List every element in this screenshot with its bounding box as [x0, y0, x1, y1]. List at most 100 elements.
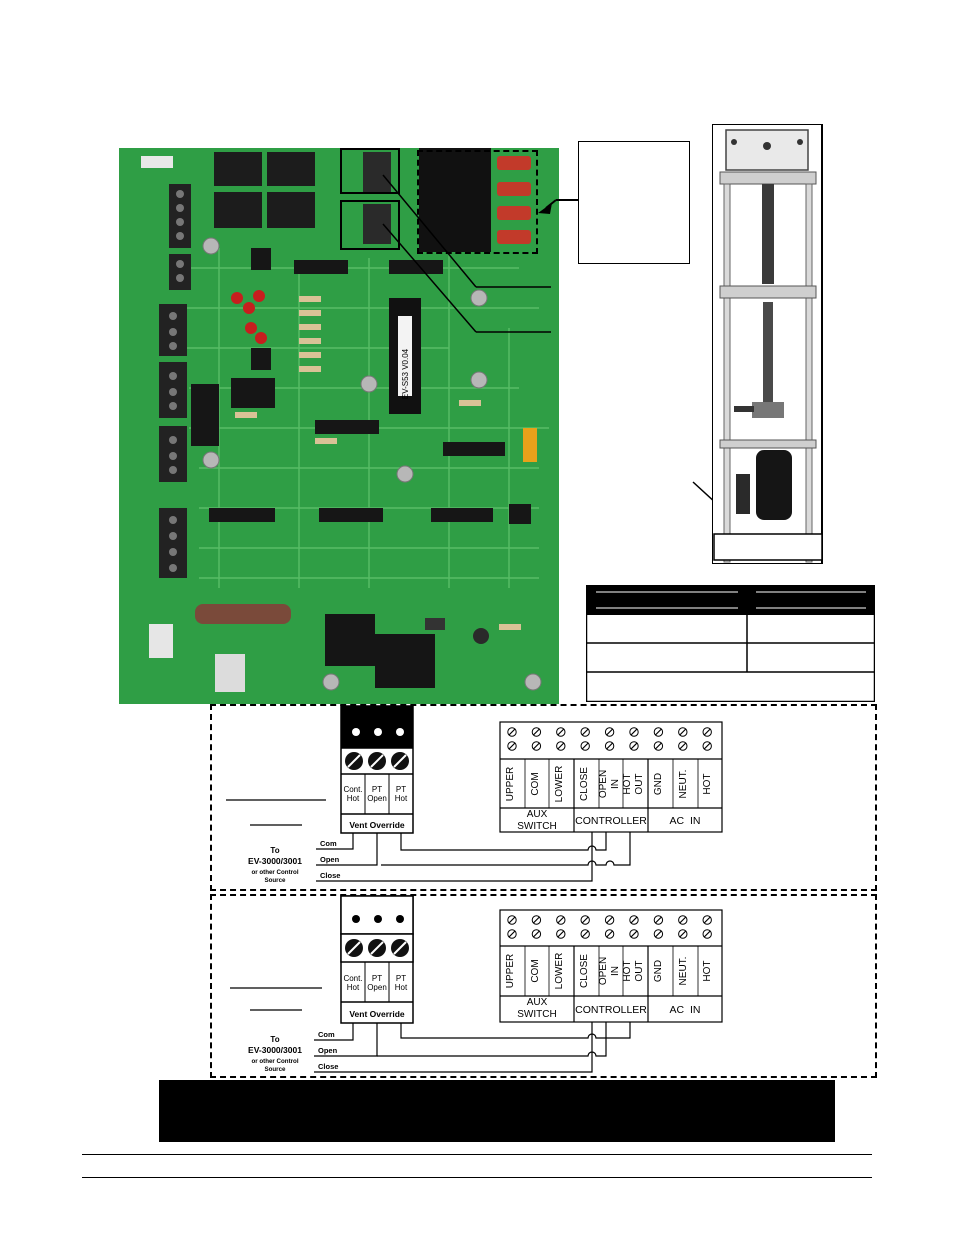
terminal-screw-slot	[508, 742, 516, 750]
wires	[316, 832, 631, 882]
col-open: OPEN	[598, 770, 609, 798]
wiring-diagram-2-frame	[210, 894, 877, 1078]
col-neut: NEUT.	[678, 770, 689, 799]
terminal-screw-slot	[532, 742, 540, 750]
pcb-photo: EV-S53 V0.04	[119, 148, 559, 704]
power-resistor	[195, 604, 291, 624]
wire-com: Com	[320, 839, 337, 848]
bottom-connector	[149, 624, 173, 658]
chip-label: EV-S53 V0.04	[401, 348, 410, 399]
col2-close: CLOSE	[579, 954, 590, 988]
terminal-screw-slot	[679, 742, 687, 750]
top-fuse	[141, 156, 173, 168]
wire2-com: Com	[318, 1030, 335, 1039]
override-terminal-block-lower	[363, 204, 391, 244]
override-screws-2	[345, 939, 409, 957]
terminal-screw-slot	[630, 916, 638, 924]
terminal-screw-slot	[532, 930, 540, 938]
col-gnd: GND	[653, 773, 664, 795]
col-close: CLOSE	[579, 767, 590, 801]
col2-upper: UPPER	[505, 954, 516, 988]
pcb-illustration: EV-S53 V0.04	[119, 148, 559, 704]
relays	[214, 152, 315, 228]
terminal-screw-slot	[703, 930, 711, 938]
footer-rule-top	[82, 1154, 872, 1155]
terminal-screw-slot	[557, 916, 565, 924]
terminal-screw-slot	[630, 742, 638, 750]
source2-to: To	[270, 1035, 279, 1044]
electrolytic-capacitor	[473, 628, 489, 644]
terminal-screw-slot	[557, 742, 565, 750]
col2-gnd: GND	[653, 960, 664, 982]
col-lower: LOWER	[554, 766, 565, 803]
label-box	[578, 141, 690, 264]
terminal-screw-slot	[508, 916, 516, 924]
source-to: To	[270, 846, 279, 855]
col2-neut: NEUT.	[678, 957, 689, 986]
red-capacitors	[231, 290, 267, 344]
group-ac-in: AC IN	[670, 815, 701, 827]
caption-bar	[159, 1080, 835, 1142]
wiring-diagram-1-frame	[210, 704, 877, 891]
override-terminal-block-upper	[363, 152, 391, 192]
terminal-screw-slot	[630, 728, 638, 736]
bottom-terminal	[215, 654, 245, 692]
wire-close: Close	[320, 871, 340, 880]
terminal-screw-slot	[606, 916, 614, 924]
override-terminal-1: Cont.Hot	[343, 785, 362, 803]
col-in: IN	[610, 779, 621, 789]
footer-rule-bottom	[82, 1177, 872, 1178]
col-com: COM	[530, 772, 541, 795]
wire-open: Open	[320, 855, 340, 864]
wires-2	[314, 1022, 631, 1073]
terminal-screw-slot	[508, 930, 516, 938]
upper-terminal-highlight	[340, 148, 400, 194]
col2-open: OPEN	[598, 957, 609, 985]
terminal-screw-slot	[679, 916, 687, 924]
col2-com: COM	[530, 959, 541, 982]
strip-screws	[507, 727, 712, 751]
terminal-screw-slot	[703, 728, 711, 736]
terminal-screw-slot	[630, 930, 638, 938]
power-relay-block	[419, 148, 491, 252]
strip-screws-2	[507, 915, 712, 939]
terminal-screw-slot	[654, 916, 662, 924]
terminal-screw-slot	[679, 728, 687, 736]
col2-hot-ac: HOT	[702, 960, 713, 981]
diode	[425, 618, 445, 630]
left-terminal-screws	[169, 190, 184, 572]
lower-terminal-highlight	[340, 200, 400, 250]
col-out: OUT	[634, 773, 645, 794]
wire2-close: Close	[318, 1062, 338, 1071]
col2-lower: LOWER	[554, 953, 565, 990]
fuses	[497, 156, 531, 244]
terminal-screw-slot	[557, 930, 565, 938]
heatsink	[325, 614, 375, 666]
terminal-screw-slot	[654, 930, 662, 938]
override2-terminal-1: Cont.Hot	[343, 974, 362, 992]
terminal-screw-slot	[606, 930, 614, 938]
vent-override-label-2: Vent Override	[349, 1009, 405, 1019]
chip-sticker	[398, 316, 412, 396]
resistors	[235, 296, 521, 630]
col-hot-ac: HOT	[702, 773, 713, 794]
source2-model: EV-3000/3001	[248, 1045, 302, 1055]
terminal-screw-slot	[654, 742, 662, 750]
terminal-screw-slot	[581, 728, 589, 736]
terminal-screw-slot	[703, 742, 711, 750]
calibration-sticker	[523, 428, 537, 462]
col-hot: HOT	[622, 773, 633, 794]
col2-hot: HOT	[622, 960, 633, 981]
terminal-screw-slot	[703, 916, 711, 924]
group2-controller: CONTROLLER	[575, 1004, 647, 1016]
